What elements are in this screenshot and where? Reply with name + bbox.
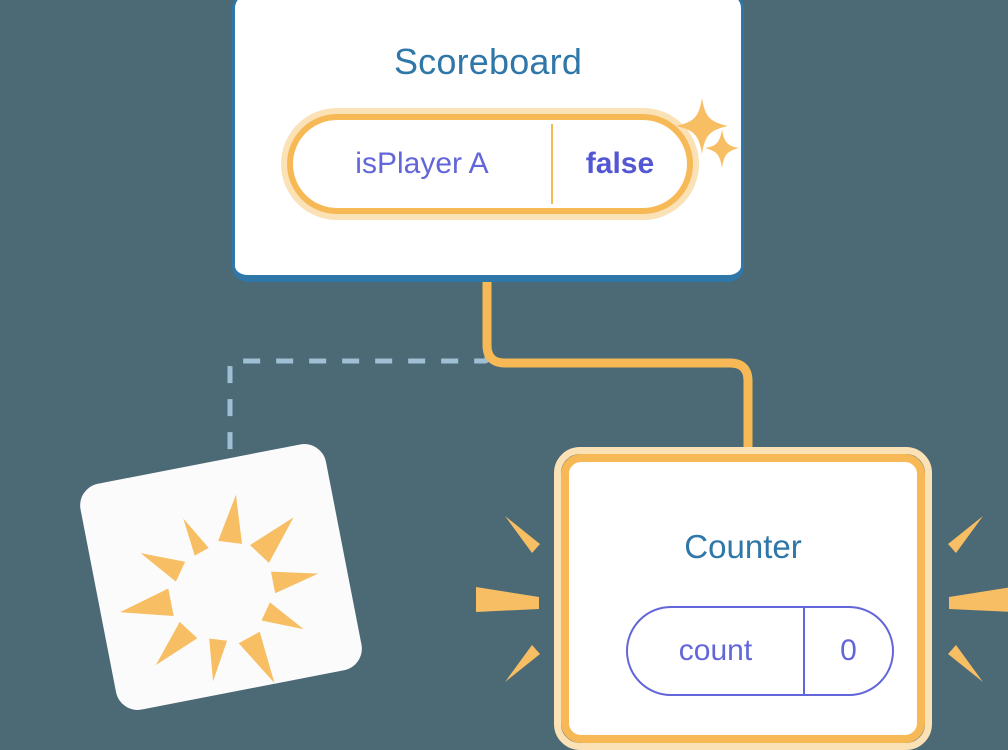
sparkle-small-icon <box>705 129 739 168</box>
burst-ray <box>948 645 983 682</box>
burst-ray <box>249 517 294 563</box>
pill-value-label: false <box>585 147 655 180</box>
burst-ray <box>949 587 1008 612</box>
connector-solid-to-counter <box>482 282 753 470</box>
burst-ray <box>270 571 319 594</box>
pill-key-label: isPlayer A <box>355 147 489 180</box>
counter-pill-divider <box>803 608 805 694</box>
counter-card[interactable]: Counter count 0 <box>554 447 932 750</box>
pill-body[interactable]: isPlayer A false <box>287 114 693 214</box>
burst-ray <box>209 638 228 682</box>
counter-card-body: Counter count 0 <box>561 454 925 743</box>
burst-ray <box>261 602 304 630</box>
pill-highlight-halo <box>281 108 699 220</box>
burst-ray <box>119 588 174 617</box>
scoreboard-title: Scoreboard <box>393 41 583 82</box>
burst-ray <box>948 516 983 553</box>
burst-ray <box>238 631 275 683</box>
counter-pill-value-label: 0 <box>840 634 857 667</box>
burst-ray <box>505 516 540 553</box>
burst-ray <box>476 587 539 612</box>
burst-ray <box>155 621 198 666</box>
burst-ray <box>140 553 186 582</box>
burst-ray <box>183 518 209 556</box>
burst-ray <box>505 645 540 682</box>
scoreboard-card[interactable]: Scoreboard isPlayer A false <box>232 0 744 282</box>
counter-pill-key-label: count <box>678 634 753 667</box>
pill-divider <box>551 124 553 204</box>
counter-state-pill[interactable]: count 0 <box>626 606 894 696</box>
burst-ray <box>218 494 243 544</box>
counter-title: Counter <box>684 528 802 565</box>
scoreboard-state-pill[interactable]: isPlayer A false <box>281 108 699 220</box>
sparkle-large-icon <box>676 98 728 154</box>
